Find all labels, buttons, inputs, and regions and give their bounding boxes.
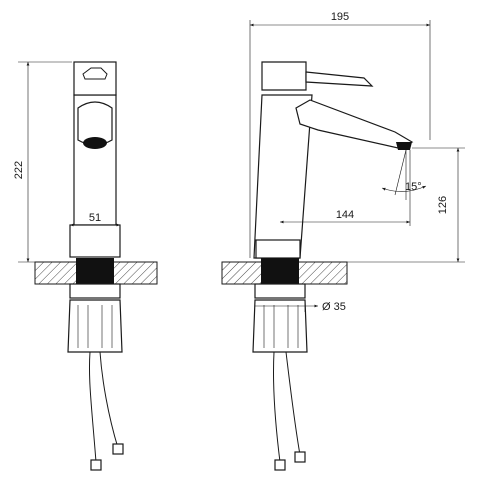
front-hose-right (99, 351, 119, 449)
front-hose-left (88, 351, 97, 463)
side-nut (252, 299, 308, 353)
dim-hole-diameter: Ø 35 (322, 301, 346, 313)
front-base (69, 224, 121, 258)
side-aerator (396, 142, 412, 150)
dim-spout-height: 126 (437, 196, 449, 214)
side-hose-right (285, 351, 301, 456)
side-lever (305, 71, 374, 87)
side-handle (261, 61, 307, 91)
front-nut (67, 299, 123, 353)
front-aerator (83, 137, 107, 149)
dim-reach: 144 (336, 209, 354, 221)
dim-total-height: 222 (13, 161, 25, 179)
front-view: 222 51 (13, 61, 158, 471)
front-shank (76, 258, 114, 288)
dim-spout-angle: 15° (405, 181, 422, 193)
dim-total-length: 195 (331, 11, 349, 23)
dim-base-width: 51 (89, 212, 101, 224)
side-hose-left (272, 351, 281, 463)
side-spout (295, 99, 414, 149)
side-shank (261, 258, 299, 288)
side-view: 195 144 126 15° Ø 35 (221, 11, 465, 471)
